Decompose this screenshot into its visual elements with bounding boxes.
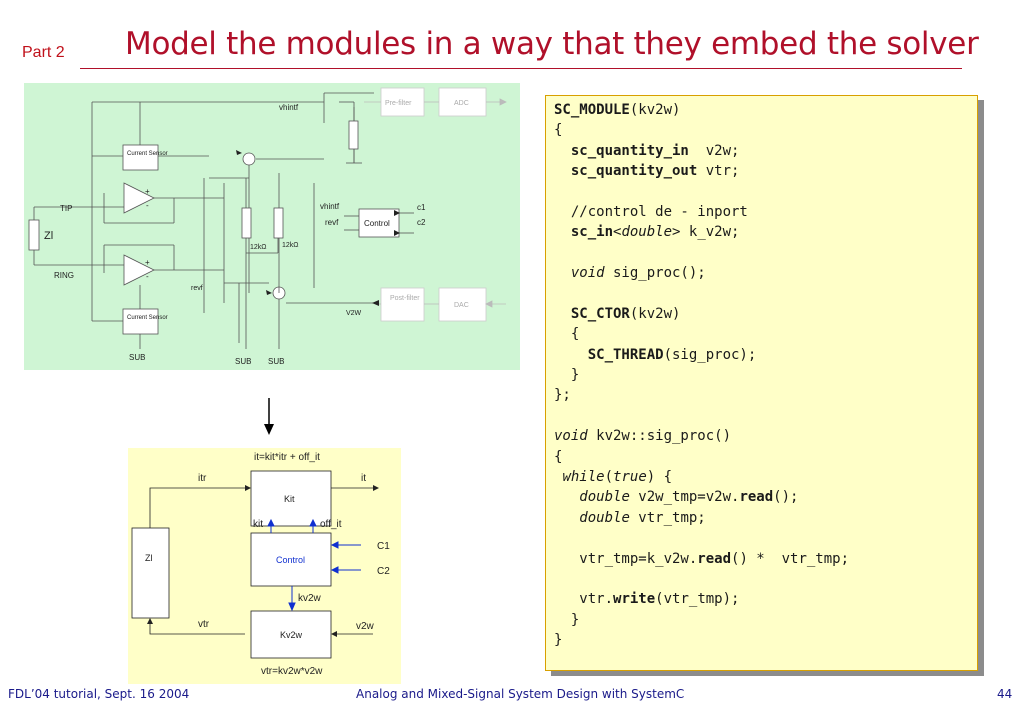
schematic-label-sub2: SUB — [235, 357, 251, 366]
schematic-label-c1: c1 — [417, 203, 426, 212]
code-panel: SC_MODULE(kv2w) { sc_quantity_in v2w; sc_… — [545, 95, 978, 671]
schematic-label-plus1: + — [145, 187, 150, 196]
schematic-label-adc: ADC — [454, 100, 469, 107]
schematic-label-dac: DAC — [454, 302, 469, 309]
diagram-zl-block: Zl — [145, 553, 153, 563]
code-line — [554, 406, 977, 426]
schematic-label-sub1: SUB — [129, 353, 145, 362]
schematic-label-postfilter: Post-filter — [390, 295, 420, 302]
code-line: double vtr_tmp; — [579, 509, 706, 526]
diagram-kv2w-block: Kv2w — [280, 630, 303, 640]
code-line: sc_in<double> k_v2w; — [570, 224, 740, 241]
code-line: double v2w_tmp=v2w.read(); — [579, 489, 799, 506]
schematic-label-vhintf-top: vhintf — [279, 103, 299, 112]
code-line: { — [554, 448, 563, 465]
code-line: } — [554, 611, 580, 628]
code-line: SC_MODULE(kv2w) — [554, 102, 681, 118]
code-line: } — [554, 367, 580, 384]
code-line — [554, 528, 977, 548]
footer-left: FDL’04 tutorial, Sept. 16 2004 — [8, 687, 190, 701]
code-line — [554, 284, 977, 304]
schematic-label-prefilter: Pre-filter — [385, 100, 412, 107]
diagram-label-kit: kit — [253, 519, 263, 530]
schematic-label-res1: 12kΩ — [250, 244, 267, 251]
schematic-label-minus1: - — [146, 201, 149, 210]
schematic-label-current-sensor-bottom: Current Sensor — [127, 315, 168, 321]
diagram-label-itr: itr — [198, 473, 207, 484]
code-line: sc_quantity_out vtr; — [570, 163, 740, 180]
schematic-label-control: Control — [364, 219, 390, 228]
down-arrow-icon — [264, 398, 274, 435]
schematic-label-current-sensor-top: Current Sensor — [127, 151, 168, 157]
schematic-label-revf: revf — [325, 218, 339, 227]
part-label: Part 2 — [22, 44, 65, 61]
block-diagram: it=kit*itr + off_it itr Kit it kit off_i… — [128, 448, 401, 684]
code-line — [554, 182, 977, 202]
schematic-label-res2: 12kΩ — [282, 242, 299, 249]
schematic-label-revf-left: revf — [191, 285, 203, 292]
diagram-top-equation: it=kit*itr + off_it — [254, 452, 320, 463]
code-line: while(true) { — [562, 469, 673, 486]
code-line: SC_THREAD(sig_proc); — [587, 346, 757, 363]
code-line: sc_quantity_in v2w; — [570, 142, 740, 159]
code-line — [554, 243, 977, 263]
schematic-label-minus2: - — [146, 272, 149, 281]
page-number: 44 — [997, 687, 1013, 701]
code-line — [554, 569, 977, 589]
footer-center: Analog and Mixed-Signal System Design wi… — [356, 687, 685, 701]
code-line: vtr_tmp=k_v2w.read() * vtr_tmp; — [554, 550, 850, 567]
code-line: void sig_proc(); — [570, 265, 706, 282]
code-line: //control de - inport — [554, 203, 748, 220]
code-line: { — [554, 326, 580, 343]
code-line: }; — [554, 387, 571, 404]
diagram-kit-block: Kit — [284, 494, 295, 504]
schematic-label-ring: RING — [54, 271, 74, 280]
slide-title: Model the modules in a way that they emb… — [125, 26, 979, 62]
code-listing: SC_MODULE(kv2w) { sc_quantity_in v2w; sc_… — [554, 100, 977, 651]
code-line: vtr.write(vtr_tmp); — [554, 591, 740, 608]
schematic-label-v2w: V2W — [346, 310, 362, 317]
schematic-label-plus2: + — [145, 258, 150, 267]
code-line: void kv2w::sig_proc() — [554, 428, 732, 445]
diagram-label-kv2w: kv2w — [298, 593, 322, 604]
circuit-schematic: vhintf Pre-filter ADC Current Sensor Cur… — [24, 83, 520, 370]
diagram-label-c1: C1 — [377, 541, 390, 552]
diagram-label-v2w: v2w — [356, 621, 375, 632]
schematic-label-tip: TIP — [60, 204, 72, 213]
diagram-label-vtr: vtr — [198, 619, 210, 630]
code-line: SC_CTOR(kv2w) — [570, 305, 681, 322]
schematic-label-zl: Zl — [44, 230, 53, 242]
diagram-label-off-it: off_it — [320, 519, 342, 530]
code-line: { — [554, 122, 563, 139]
diagram-bottom-equation: vtr=kv2w*v2w — [261, 666, 323, 677]
diagram-control-block: Control — [276, 555, 305, 565]
title-underline — [80, 68, 962, 69]
code-line: } — [554, 632, 563, 649]
schematic-label-sub3: SUB — [268, 357, 284, 366]
schematic-label-vhintf: vhintf — [320, 202, 340, 211]
diagram-label-c2: C2 — [377, 566, 390, 577]
schematic-label-c2: c2 — [417, 218, 426, 227]
diagram-label-it: it — [361, 473, 366, 484]
